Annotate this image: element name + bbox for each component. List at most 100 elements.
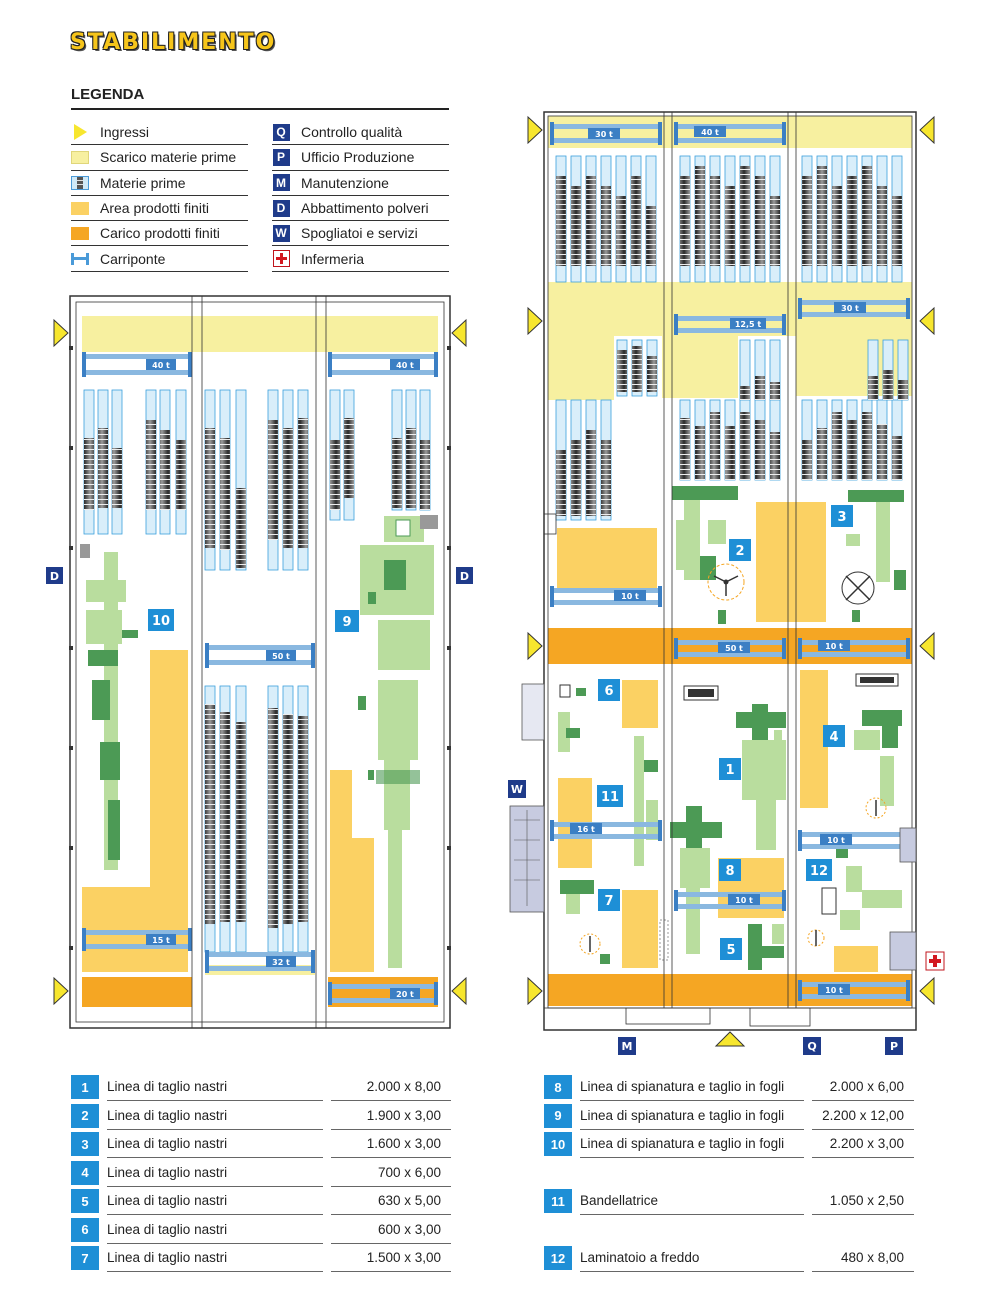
machine-badge-2: 2: [729, 539, 751, 561]
spec-row: 8 Linea di spianatura e taglio in fogli 2.…: [544, 1073, 914, 1102]
machine-number-badge: 4: [71, 1160, 99, 1185]
crane-capacity: 20 t: [396, 990, 414, 999]
raw-material-stacks: [555, 339, 909, 521]
cranes: 40 t 40 t 50 t 15 t: [82, 352, 438, 1005]
legend-item-finished-area: Area prodotti finiti: [71, 196, 248, 222]
machine-number-badge: 10: [544, 1132, 572, 1157]
machine-capacity: 1.600 x 3,00: [331, 1130, 451, 1159]
finished-area-swatch: [71, 201, 89, 215]
crane-capacity: 10 t: [735, 896, 753, 905]
finished-area: [330, 770, 374, 972]
service-badge-icon: P: [272, 148, 290, 166]
finished-area: [557, 528, 657, 588]
legend-item-maintenance: M Manutenzione: [272, 171, 449, 196]
machine-badge-9: 9: [335, 610, 359, 632]
unloading-area-swatch: [71, 150, 89, 164]
changing-rooms-detail: [514, 810, 540, 906]
machine-badge-4: 4: [823, 725, 845, 747]
finished-area: [622, 890, 658, 968]
floor-plans: 40 t 40 t 50 t 15 t: [46, 111, 945, 1055]
svg-text:8: 8: [725, 864, 734, 879]
machine-layouts: [558, 486, 906, 970]
svg-text:Q: Q: [807, 1040, 816, 1053]
crane-capacity: 50 t: [725, 644, 743, 653]
red-cross-icon: [272, 250, 290, 268]
machine-capacity: 2.200 x 3,00: [812, 1130, 914, 1159]
crane-capacity: 10 t: [621, 592, 639, 601]
crane: 10 t: [798, 980, 910, 1001]
legend-item-infirmary: Infermeria: [272, 246, 449, 272]
crane: 50 t: [205, 643, 315, 668]
machine-name: Linea di taglio nastri: [107, 1102, 323, 1130]
legend-label: Scarico materie prime: [100, 149, 237, 166]
service-badge-icon: D: [272, 199, 290, 217]
crane: 16 t: [550, 820, 662, 841]
machine-name: Bandellatrice: [580, 1187, 804, 1216]
machine-badge-10: 10: [148, 609, 174, 631]
svg-text:2: 2: [735, 544, 744, 559]
crane: 40 t: [82, 352, 192, 377]
machine-10-layout: [80, 544, 138, 870]
machine-name: Linea di taglio nastri: [107, 1187, 323, 1216]
machine-badge-3: 3: [831, 505, 853, 527]
crane: 10 t: [550, 586, 662, 607]
crane-capacity: 30 t: [595, 130, 613, 139]
infirmary-cross-icon: [925, 951, 945, 971]
legend-label: Carico prodotti finiti: [100, 225, 220, 242]
machine-capacity: 2.000 x 6,00: [812, 1073, 914, 1102]
crane-capacity: 32 t: [272, 958, 290, 967]
machine-name: Linea di spianatura e taglio in fogli: [580, 1102, 804, 1130]
finished-area: [622, 680, 658, 728]
building-columns: [69, 346, 451, 950]
loading-area: [82, 977, 192, 1007]
right-building: 30 t 40 t 12,5 t 30 t: [508, 111, 945, 1055]
machine-capacity: 2.000 x 8,00: [331, 1073, 451, 1102]
quality-control-badge: Q: [803, 1037, 821, 1055]
crane: 20 t: [328, 982, 438, 1005]
service-block: [899, 827, 917, 863]
machine-capacity: 600 x 3,00: [331, 1216, 451, 1244]
machine-number-badge: 8: [544, 1075, 572, 1100]
maintenance-badge: M: [618, 1037, 636, 1055]
svg-text:3: 3: [837, 510, 846, 525]
svg-text:10: 10: [152, 614, 170, 629]
svg-text:5: 5: [726, 943, 735, 958]
machine-number-badge: 3: [71, 1132, 99, 1157]
machine-badge-5: 5: [720, 938, 742, 960]
svg-text:D: D: [50, 570, 59, 583]
machine-name: Linea di spianatura e taglio in fogli: [580, 1073, 804, 1102]
changing-rooms-badge: W: [508, 780, 526, 798]
machine-capacity: 1.050 x 2,50: [812, 1187, 914, 1216]
service-badge-icon: W: [272, 224, 290, 242]
svg-text:M: M: [622, 1040, 633, 1053]
legend-item-crane: Carriponte: [71, 246, 248, 272]
finished-area: [82, 650, 188, 972]
legend-item-quality: Q Controllo qualità: [272, 120, 449, 146]
office-block: [521, 683, 545, 741]
svg-text:12: 12: [810, 864, 828, 879]
dust-abatement-badge: D: [456, 567, 473, 584]
machine-badge-1: 1: [719, 758, 741, 780]
crane: 10 t: [798, 830, 910, 851]
crane-capacity: 30 t: [841, 304, 859, 313]
legend-column-right: Q Controllo qualità P Ufficio Produzione…: [272, 120, 449, 272]
legend-label: Carriponte: [100, 250, 166, 267]
svg-text:9: 9: [342, 615, 351, 630]
crane: 10 t: [798, 638, 910, 659]
crane-capacity: 10 t: [827, 836, 845, 845]
svg-text:4: 4: [829, 730, 838, 745]
machine-badge-8: 8: [719, 859, 741, 881]
crane-capacity: 40 t: [396, 361, 414, 370]
legend-item-loading: Carico prodotti finiti: [71, 221, 248, 247]
entrance-triangle-icon: [71, 123, 89, 142]
machine-capacity: 630 x 5,00: [331, 1187, 451, 1216]
crane: 15 t: [82, 928, 192, 951]
legend-label: Abbattimento polveri: [301, 200, 429, 217]
service-badge-icon: Q: [272, 123, 290, 141]
